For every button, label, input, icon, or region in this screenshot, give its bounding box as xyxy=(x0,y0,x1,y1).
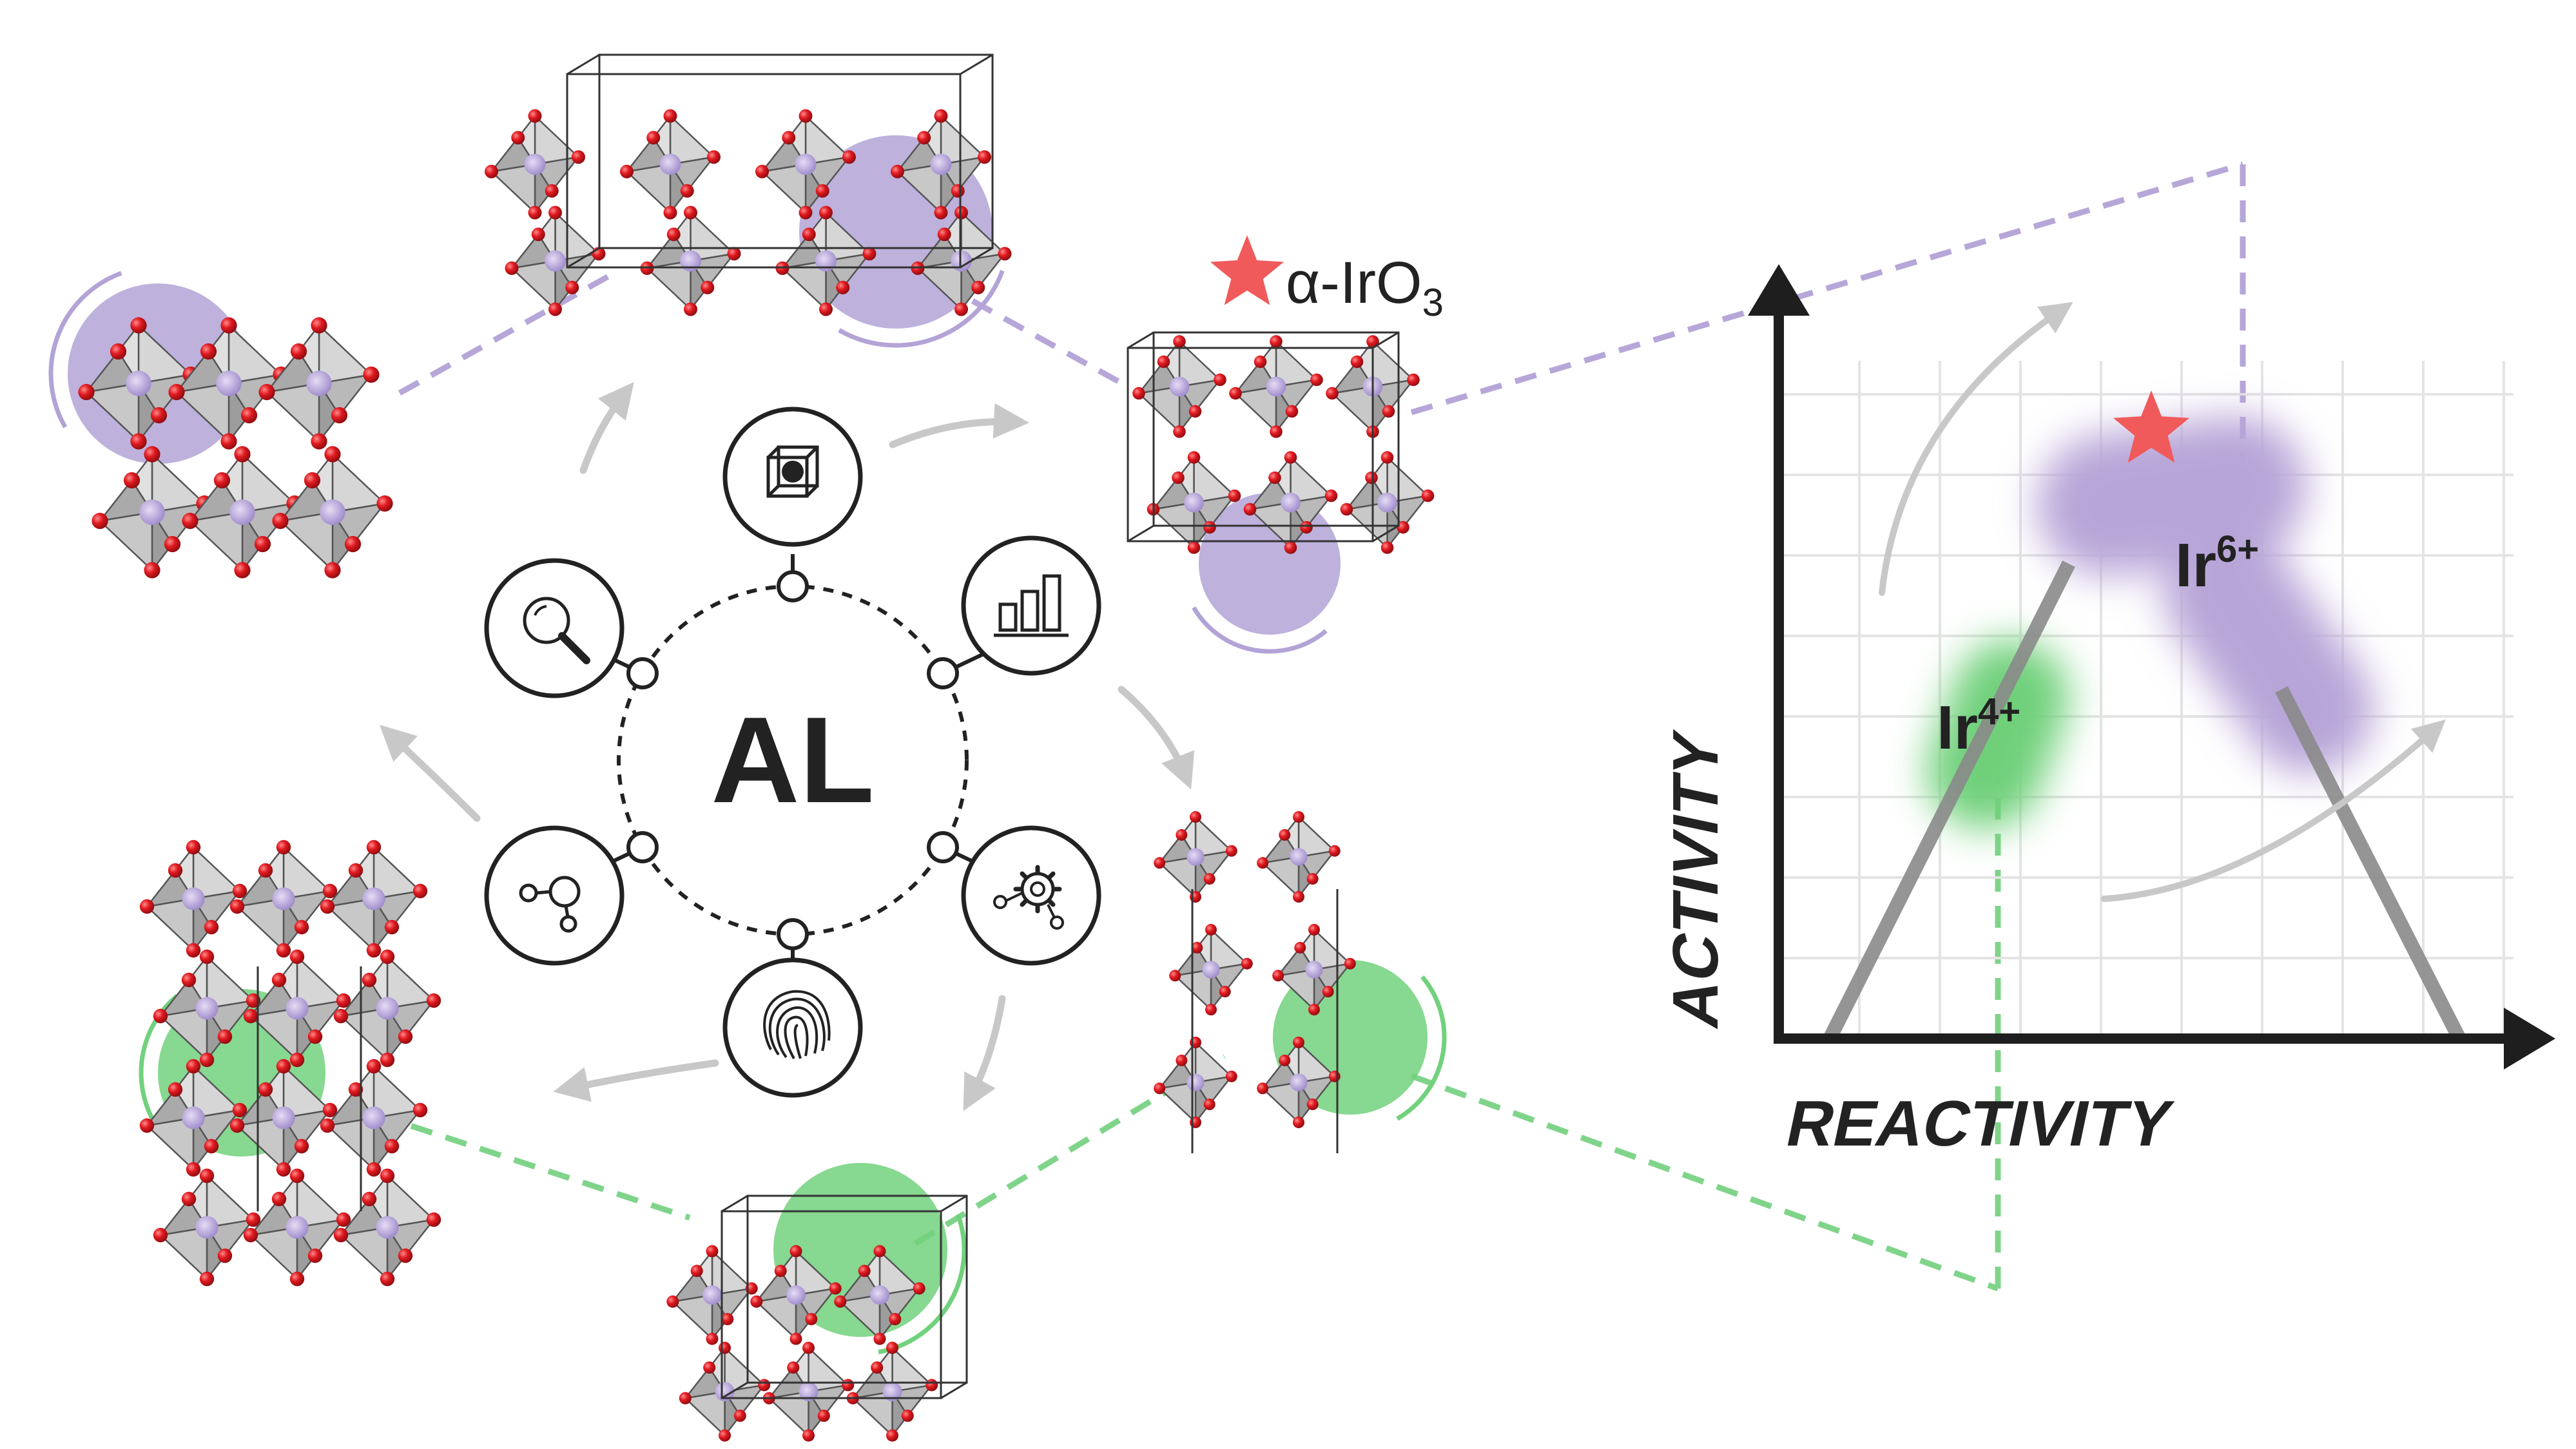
compound-label: α-IrO3 xyxy=(1286,250,1444,324)
ir4-label: Ir4+ xyxy=(1937,691,2020,762)
chart-star-icon xyxy=(2113,390,2189,463)
octahedron xyxy=(834,1245,925,1345)
magnifier-icon xyxy=(484,558,625,698)
octahedron xyxy=(640,206,741,316)
octahedron xyxy=(762,1341,855,1442)
octahedron xyxy=(679,1341,771,1442)
chart-arrow-up xyxy=(1879,302,2073,596)
octahedron xyxy=(139,840,247,958)
ir6-label: Ir6+ xyxy=(2175,528,2259,600)
octahedron xyxy=(505,206,606,316)
octahedron xyxy=(272,446,393,579)
green-dash-left xyxy=(376,1111,691,1221)
volcano-lines xyxy=(1824,561,2465,1041)
octahedron xyxy=(333,1168,441,1287)
chart-axes xyxy=(1748,264,2555,1070)
cycle-center-label: AL xyxy=(711,692,874,829)
y-axis-label: ACTIVITY xyxy=(1660,725,1732,1033)
octahedron xyxy=(1154,1037,1237,1128)
x-axis-label: REACTIVITY xyxy=(1780,1088,2178,1160)
volcano-left-branch xyxy=(1824,561,2075,1041)
octahedron xyxy=(182,446,303,579)
compound-annotation: α-IrO3 xyxy=(1210,235,1444,324)
octahedron xyxy=(243,1168,351,1287)
octahedron xyxy=(1340,451,1435,554)
star-icon xyxy=(1210,235,1284,305)
octahedron xyxy=(320,840,428,958)
structure-lower-left xyxy=(139,840,441,1287)
octahedron xyxy=(1154,811,1237,903)
active-learning-cycle: AL xyxy=(484,407,1101,1098)
activity-reactivity-chart: Ir4+ Ir6+ ACTIVITY REACTIVITY xyxy=(1660,264,2555,1160)
purple-dash-to-chart xyxy=(1410,161,2244,416)
unit-cell-icon xyxy=(722,407,863,547)
graph-nodes-icon xyxy=(484,825,625,966)
volcano-right-branch xyxy=(2275,686,2465,1041)
arrow-right-upper xyxy=(1118,686,1195,790)
structure-bottom xyxy=(666,1195,968,1442)
green-dash-to-chart xyxy=(1410,1073,1999,1292)
crystal-structures xyxy=(48,53,1447,1442)
structure-top xyxy=(485,53,1012,316)
octahedron xyxy=(891,109,991,220)
octahedron xyxy=(243,949,351,1068)
structure-alpha-iro3 xyxy=(1127,331,1435,554)
octahedron xyxy=(153,949,261,1068)
cycle-arrows xyxy=(379,381,1195,1111)
octahedron xyxy=(755,109,856,220)
octahedron xyxy=(1229,335,1323,438)
octahedron xyxy=(1132,335,1226,438)
arrow-right-lower xyxy=(963,995,1006,1111)
octahedron xyxy=(139,1059,247,1177)
octahedron xyxy=(229,840,338,958)
structure-left xyxy=(78,317,393,579)
octahedron xyxy=(620,109,721,220)
chart-arrow-right xyxy=(2101,719,2446,902)
octahedron xyxy=(153,1168,261,1287)
octahedron xyxy=(1169,924,1253,1015)
octahedron xyxy=(258,317,380,450)
octahedron xyxy=(846,1341,938,1442)
octahedron xyxy=(750,1245,842,1345)
octahedron xyxy=(333,949,441,1068)
octahedron xyxy=(485,109,585,220)
fingerprint-icon xyxy=(722,957,863,1098)
octahedron xyxy=(92,446,213,579)
arrow-left-upper xyxy=(579,381,634,474)
gear-network-icon xyxy=(961,825,1101,966)
octahedron xyxy=(168,317,289,450)
octahedron xyxy=(1272,924,1356,1015)
octahedron xyxy=(229,1059,338,1177)
octahedron xyxy=(320,1059,428,1177)
ir6-region xyxy=(2037,416,2374,774)
bar-chart-icon xyxy=(961,535,1101,676)
purple-dash-left xyxy=(398,268,621,396)
arrow-bottom-left xyxy=(553,1059,719,1102)
structure-right xyxy=(1154,811,1356,1153)
arrow-left-lower xyxy=(379,724,481,822)
octahedron xyxy=(666,1245,758,1345)
octahedron xyxy=(1257,811,1341,903)
arrow-top-right xyxy=(889,403,1029,448)
